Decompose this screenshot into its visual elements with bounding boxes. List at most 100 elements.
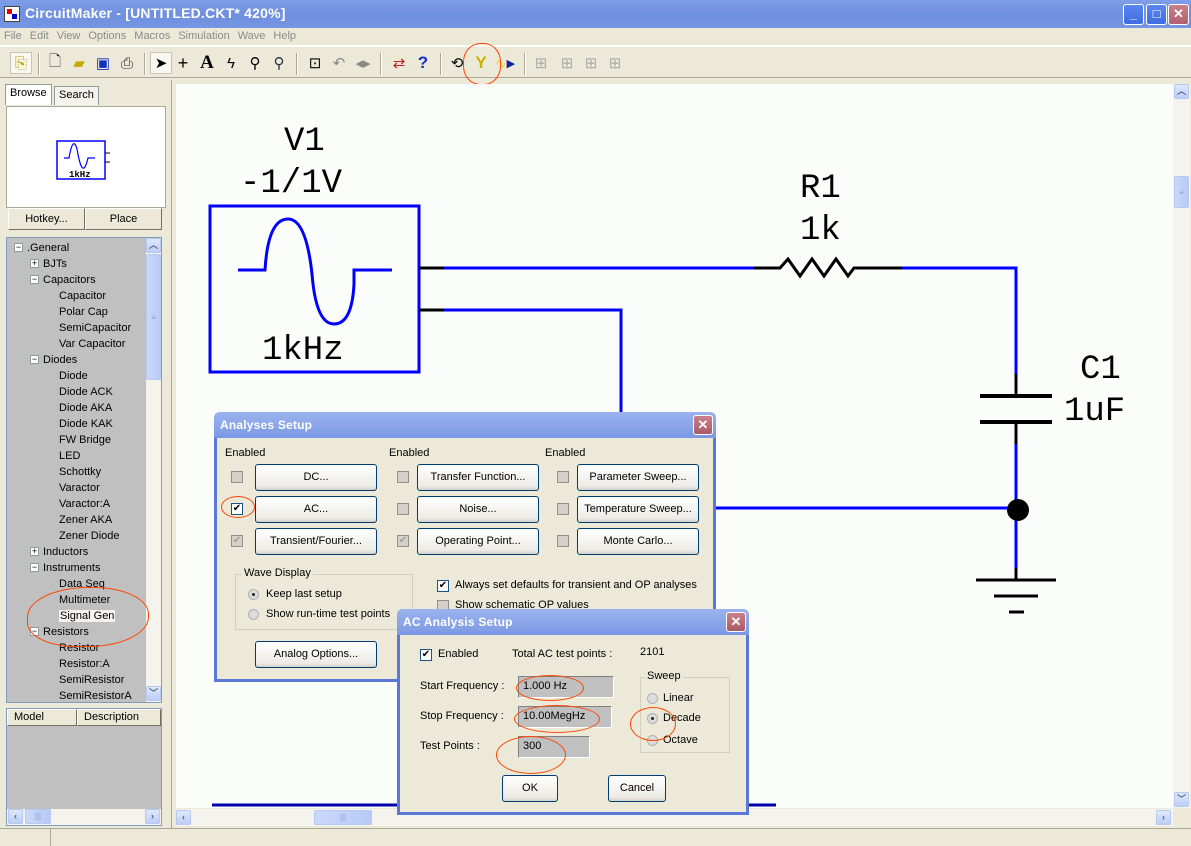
resistor-symbol[interactable]: [754, 256, 902, 279]
digital-4-icon[interactable]: ⊞: [608, 55, 622, 72]
scroll-thumb[interactable]: |||: [25, 809, 51, 824]
collapse-icon[interactable]: −: [30, 354, 39, 364]
tree-item[interactable]: Diode ACK: [59, 384, 113, 400]
tree-scrollbar[interactable]: ︿ ≡ ﹀: [146, 238, 161, 702]
tree-item[interactable]: SemiResistorA: [59, 688, 132, 702]
collapse-icon[interactable]: −: [30, 274, 39, 284]
canvas-vscrollbar[interactable]: ︿ ≡ ﹀: [1173, 84, 1190, 808]
open-folder-icon[interactable]: ▰: [73, 55, 85, 72]
tree-item[interactable]: Var Capacitor: [59, 336, 125, 352]
analysis-button[interactable]: Parameter Sweep...: [577, 464, 699, 491]
tree-item[interactable]: Schottky: [59, 464, 101, 480]
keep-last-setup-radio[interactable]: [248, 589, 259, 600]
new-file-icon[interactable]: 🗋: [48, 52, 62, 70]
zoom-page-icon[interactable]: ⊡: [308, 55, 322, 72]
always-defaults-checkbox[interactable]: ✔: [437, 580, 449, 592]
scroll-down-icon[interactable]: ﹀: [1174, 792, 1189, 807]
maximize-button[interactable]: □: [1146, 4, 1167, 25]
menu-file[interactable]: File: [4, 30, 22, 42]
scroll-thumb[interactable]: ≡: [1174, 176, 1189, 208]
hotkey-button[interactable]: Hotkey...: [8, 208, 85, 230]
model-hscrollbar[interactable]: ‹ ||| ›: [7, 809, 161, 825]
signal-gen-symbol[interactable]: [208, 204, 421, 374]
menu-options[interactable]: Options: [88, 30, 127, 42]
analysis-button[interactable]: Operating Point...: [417, 528, 539, 555]
tree-item[interactable]: FW Bridge: [59, 432, 111, 448]
analysis-enabled-checkbox[interactable]: [557, 535, 569, 547]
menu-simulation[interactable]: Simulation: [178, 30, 230, 42]
expand-icon[interactable]: +: [30, 546, 39, 556]
column-model[interactable]: Model: [7, 709, 77, 726]
ac-enabled-checkbox[interactable]: ✔: [420, 649, 432, 661]
tree-item[interactable]: +BJTs: [30, 256, 67, 272]
reset-icon[interactable]: ⟲: [450, 55, 464, 72]
help-icon[interactable]: ?: [417, 53, 429, 72]
analysis-enabled-checkbox[interactable]: ✔: [231, 535, 243, 547]
analysis-enabled-checkbox[interactable]: [557, 503, 569, 515]
tree-item[interactable]: Zener AKA: [59, 512, 112, 528]
analysis-button[interactable]: Transfer Function...: [417, 464, 539, 491]
expand-icon[interactable]: +: [30, 258, 39, 268]
tree-item[interactable]: +Inductors: [30, 544, 88, 560]
scroll-up-icon[interactable]: ︿: [146, 238, 161, 253]
wire[interactable]: [444, 308, 623, 414]
tree-item[interactable]: SemiResistor: [59, 672, 124, 688]
show-runtime-radio[interactable]: [248, 609, 259, 620]
menu-help[interactable]: Help: [273, 30, 297, 42]
mirror-icon[interactable]: ◂▸: [355, 55, 371, 72]
tab-search[interactable]: Search: [54, 86, 99, 105]
scroll-thumb[interactable]: |||: [314, 810, 372, 825]
analysis-button[interactable]: Transient/Fourier...: [255, 528, 377, 555]
analysis-enabled-checkbox[interactable]: [397, 503, 409, 515]
save-icon[interactable]: ▣: [95, 55, 111, 72]
digital-3-icon[interactable]: ⊞: [584, 55, 598, 72]
analysis-button[interactable]: AC...: [255, 496, 377, 523]
tree-item[interactable]: Varactor:A: [59, 496, 110, 512]
scroll-right-icon[interactable]: ›: [1156, 810, 1171, 825]
tree-item[interactable]: Resistor:A: [59, 656, 110, 672]
close-button[interactable]: ✕: [726, 612, 746, 632]
scroll-up-icon[interactable]: ︿: [1174, 84, 1189, 99]
menu-wave[interactable]: Wave: [237, 30, 266, 42]
minimize-button[interactable]: _: [1123, 4, 1144, 25]
analysis-enabled-checkbox[interactable]: [557, 471, 569, 483]
analysis-enabled-checkbox[interactable]: [231, 471, 243, 483]
close-button[interactable]: ✕: [1168, 4, 1189, 25]
text-tool-icon[interactable]: A: [200, 52, 214, 73]
analysis-button[interactable]: Monte Carlo...: [577, 528, 699, 555]
scroll-right-icon[interactable]: ›: [145, 809, 160, 824]
close-button[interactable]: ✕: [693, 415, 713, 435]
arrow-pointer-icon[interactable]: ➤: [150, 52, 172, 74]
probe-icon[interactable]: ⚲: [249, 55, 261, 72]
collapse-icon[interactable]: −: [30, 562, 39, 572]
netlist-icon[interactable]: ⇄: [392, 55, 406, 72]
scroll-down-icon[interactable]: ﹀: [146, 686, 161, 701]
menu-edit[interactable]: Edit: [29, 30, 49, 42]
tab-browse[interactable]: Browse: [5, 84, 52, 105]
analysis-enabled-checkbox[interactable]: ✔: [397, 535, 409, 547]
analysis-button[interactable]: Noise...: [417, 496, 539, 523]
rotate-icon[interactable]: ↶: [332, 55, 346, 72]
analog-options-button[interactable]: Analog Options...: [255, 641, 377, 668]
menu-macros[interactable]: Macros: [134, 30, 171, 42]
lightning-icon[interactable]: ϟ: [227, 54, 235, 72]
tree-item[interactable]: Diode: [59, 368, 88, 384]
wire[interactable]: [902, 266, 1018, 374]
linear-radio[interactable]: [647, 693, 658, 704]
collapse-icon[interactable]: −: [14, 242, 23, 252]
cancel-button[interactable]: Cancel: [608, 775, 666, 802]
tree-item[interactable]: LED: [59, 448, 80, 464]
tree-item[interactable]: −.General: [14, 240, 69, 256]
tree-item[interactable]: −Capacitors: [30, 272, 96, 288]
analysis-enabled-checkbox[interactable]: ✔: [231, 503, 243, 515]
scroll-thumb[interactable]: ≡: [146, 254, 161, 380]
print-icon[interactable]: ⎙: [120, 54, 133, 72]
tree-item[interactable]: Diode AKA: [59, 400, 112, 416]
digital-1-icon[interactable]: ⊞: [534, 55, 548, 72]
tree-item[interactable]: −Diodes: [30, 352, 77, 368]
parts-icon[interactable]: ⎘: [10, 52, 32, 74]
tree-item[interactable]: −Instruments: [30, 560, 100, 576]
wire-cross-icon[interactable]: +: [177, 52, 189, 73]
tree-item[interactable]: Zener Diode: [59, 528, 120, 544]
scroll-left-icon[interactable]: ‹: [176, 810, 191, 825]
